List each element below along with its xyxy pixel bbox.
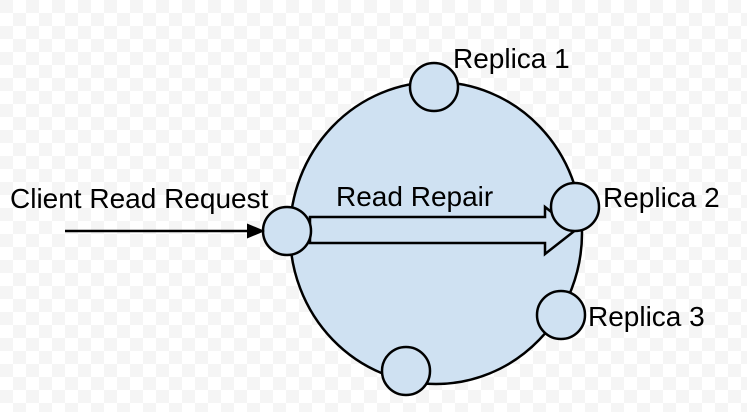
replica-2-label: Replica 2	[603, 182, 720, 213]
replica-1-label: Replica 1	[453, 43, 570, 74]
bottom-node	[380, 345, 432, 397]
replica-2-node	[549, 181, 601, 233]
replica-1-node	[408, 61, 460, 113]
client-request-arrowhead-icon	[247, 223, 265, 239]
replica-3-label: Replica 3	[588, 301, 705, 332]
replica-3-node	[535, 289, 587, 341]
client-read-request-label: Client Read Request	[10, 183, 269, 214]
coordinator-node	[261, 205, 313, 257]
read-repair-label: Read Repair	[336, 181, 493, 212]
read-repair-block-arrow	[308, 204, 578, 257]
